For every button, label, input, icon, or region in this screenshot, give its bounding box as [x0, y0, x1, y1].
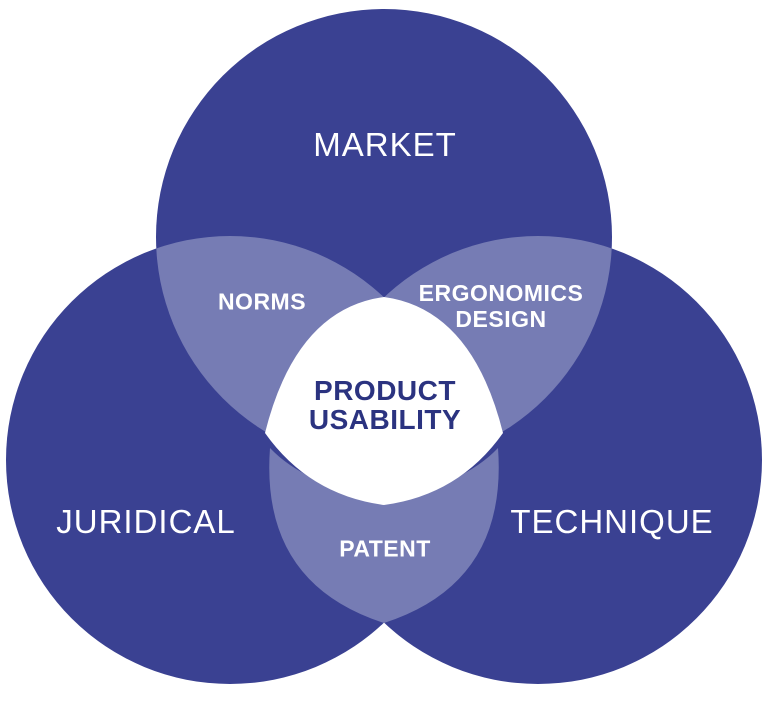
norms-label: NORMS [217, 288, 307, 315]
product-usability-label-line1: PRODUCT [314, 375, 456, 406]
patent-label: PATENT [339, 535, 431, 562]
center-region [265, 297, 503, 505]
juridical-label: JURIDICAL [56, 503, 236, 540]
ergonomics-design-label-line1: ERGONOMICS [418, 280, 584, 306]
product-usability-label-line2: USABILITY [308, 404, 462, 435]
ergonomics-design-label: ERGONOMICS DESIGN [419, 280, 584, 332]
patent-overlap-region [269, 448, 499, 623]
ergonomics-design-label-line2: DESIGN [455, 306, 547, 332]
product-usability-label: PRODUCT USABILITY [309, 376, 461, 434]
technique-label: TECHNIQUE [510, 503, 714, 540]
market-label: MARKET [313, 126, 457, 163]
